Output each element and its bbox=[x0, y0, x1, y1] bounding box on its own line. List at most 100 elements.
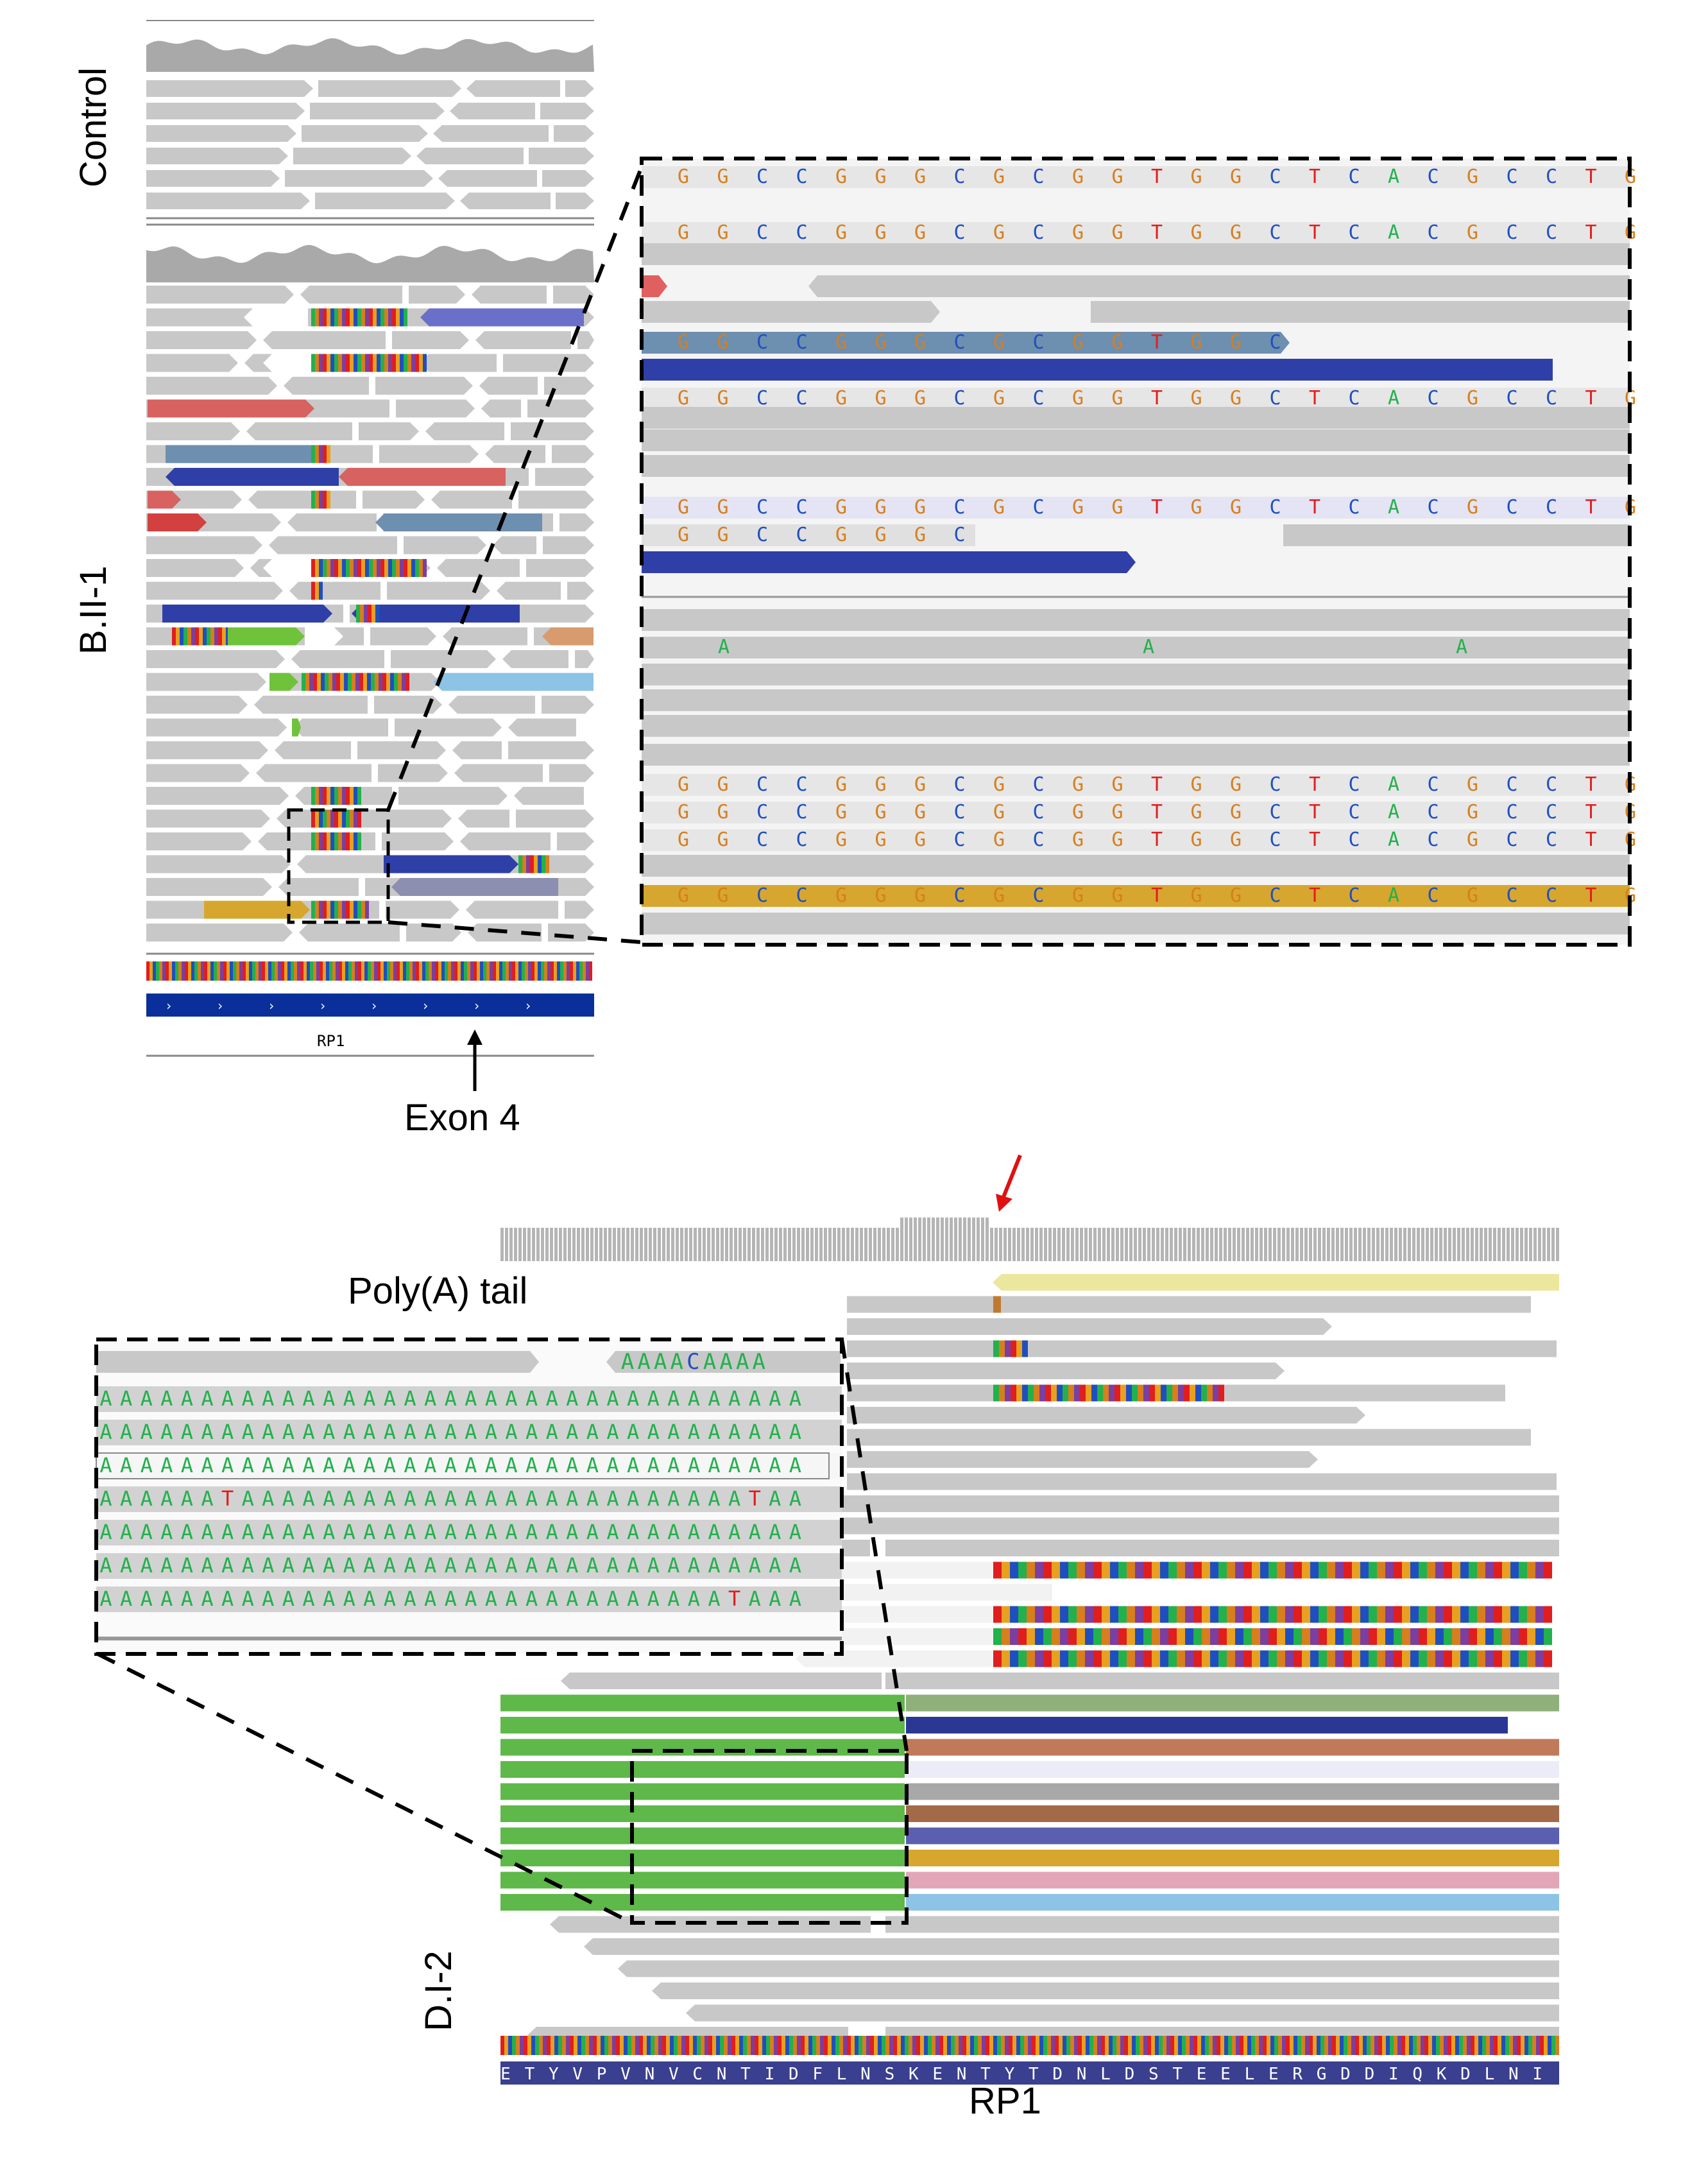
polya-base: A bbox=[606, 1520, 619, 1544]
zoom-base: T bbox=[1309, 829, 1320, 851]
zoom-base: C bbox=[1348, 773, 1360, 796]
zoom-base: C bbox=[1032, 221, 1044, 244]
d-softclip bbox=[1143, 1628, 1152, 1645]
polya-source-box bbox=[630, 1749, 909, 1925]
coverage-bar bbox=[1475, 1228, 1478, 1261]
reference-sequence bbox=[1209, 2036, 1213, 2055]
reference-sequence bbox=[457, 961, 461, 981]
reference-sequence bbox=[708, 2036, 712, 2055]
reference-sequence bbox=[527, 2036, 531, 2055]
d-softclip bbox=[1185, 1650, 1193, 1667]
reference-sequence bbox=[1116, 2036, 1120, 2055]
zoom-base: T bbox=[1585, 387, 1596, 409]
zoom-base: G bbox=[717, 331, 728, 354]
zoom-base: C bbox=[796, 524, 807, 546]
polya-base: A bbox=[99, 1386, 112, 1411]
reference-sequence bbox=[1143, 2036, 1147, 2055]
coverage-bar bbox=[1183, 1228, 1186, 1261]
reference-sequence bbox=[701, 2036, 705, 2055]
reference-sequence bbox=[858, 2036, 862, 2055]
polya-base: A bbox=[363, 1420, 375, 1444]
coverage-bar bbox=[1408, 1228, 1411, 1261]
d-softclip bbox=[1118, 1561, 1127, 1579]
d-softclip bbox=[1435, 1561, 1444, 1579]
d-softclip bbox=[999, 1340, 1005, 1357]
reference-sequence bbox=[512, 2036, 516, 2055]
reference-sequence bbox=[467, 961, 470, 981]
zoom-base: G bbox=[914, 387, 926, 409]
softclip-stripe bbox=[411, 559, 415, 577]
d-softclip bbox=[1252, 1650, 1260, 1667]
polya-base: A bbox=[445, 1553, 457, 1578]
softclip-stripe bbox=[415, 559, 419, 577]
zoom-base: C bbox=[953, 496, 965, 519]
zoom-base: G bbox=[1072, 829, 1084, 851]
reference-sequence bbox=[920, 2036, 924, 2055]
reference-sequence bbox=[820, 2036, 824, 2055]
polya-base: A bbox=[181, 1553, 193, 1578]
reference-sequence bbox=[435, 961, 438, 981]
reference-sequence bbox=[562, 2036, 566, 2055]
coverage-bar bbox=[1129, 1228, 1132, 1261]
reference-sequence bbox=[297, 961, 300, 981]
sample-b-read bbox=[567, 581, 594, 600]
softclip-stripe bbox=[398, 673, 402, 691]
reference-sequence bbox=[670, 2036, 674, 2055]
coverage-bar bbox=[1542, 1228, 1546, 1261]
d-softclip bbox=[1302, 1561, 1310, 1579]
polya-base: A bbox=[749, 1420, 761, 1444]
reference-sequence bbox=[1043, 2036, 1047, 2055]
reference-sequence bbox=[162, 961, 166, 981]
zoom-base: G bbox=[875, 496, 886, 519]
reference-sequence bbox=[544, 961, 547, 981]
sample-b-read bbox=[485, 445, 545, 463]
d-softclip bbox=[1352, 1650, 1360, 1667]
coverage-bar bbox=[1246, 1228, 1249, 1261]
strand-chevron: › bbox=[216, 998, 224, 1013]
softclip-stripe bbox=[352, 673, 355, 691]
coverage-bar bbox=[1062, 1228, 1065, 1261]
zoom-base: G bbox=[875, 166, 886, 188]
reference-sequence bbox=[624, 2036, 628, 2055]
polya-base: A bbox=[465, 1386, 477, 1411]
reference-sequence bbox=[1340, 2036, 1344, 2055]
reference-sequence bbox=[1548, 2036, 1551, 2055]
reference-sequence bbox=[1051, 2036, 1055, 2055]
coverage-bar bbox=[1435, 1228, 1438, 1261]
reference-sequence bbox=[1324, 2036, 1328, 2055]
zoom-base: C bbox=[1427, 496, 1439, 519]
amino-acid: S bbox=[885, 2065, 895, 2084]
coverage-bar bbox=[500, 1228, 504, 1261]
d-softclip bbox=[1352, 1561, 1360, 1579]
sample-b-read bbox=[289, 581, 380, 600]
reference-sequence bbox=[198, 961, 201, 981]
reference-sequence bbox=[377, 961, 380, 981]
polya-base: A bbox=[627, 1486, 639, 1511]
softclip-stripe bbox=[380, 559, 384, 577]
d-softclip bbox=[1160, 1561, 1168, 1579]
coverage-bar bbox=[1264, 1228, 1267, 1261]
coverage-bar bbox=[1336, 1228, 1339, 1261]
polya-base: A bbox=[302, 1553, 314, 1578]
softclip-stripe bbox=[203, 627, 207, 646]
d-softclip bbox=[1310, 1561, 1319, 1579]
softclip-stripe bbox=[338, 354, 342, 372]
reference-sequence bbox=[797, 2036, 801, 2055]
softclip-stripe bbox=[222, 627, 226, 646]
softclip-stripe bbox=[319, 787, 323, 805]
reference-sequence bbox=[422, 961, 425, 981]
zoom-base: C bbox=[953, 166, 965, 188]
sample-b-read bbox=[559, 513, 594, 531]
coverage-bar bbox=[1538, 1228, 1541, 1261]
polya-base: A bbox=[282, 1486, 295, 1511]
reference-sequence bbox=[1421, 2036, 1424, 2055]
d-softclip bbox=[1202, 1628, 1210, 1645]
reference-sequence bbox=[620, 2036, 624, 2055]
d-softclip bbox=[1210, 1606, 1218, 1623]
d-softclip bbox=[1110, 1628, 1118, 1645]
label-exon: Exon 4 bbox=[404, 1097, 520, 1139]
zoom-base: G bbox=[875, 801, 886, 823]
d-softclip bbox=[1510, 1561, 1519, 1579]
reference-sequence bbox=[1382, 2036, 1386, 2055]
reference-sequence bbox=[371, 961, 374, 981]
